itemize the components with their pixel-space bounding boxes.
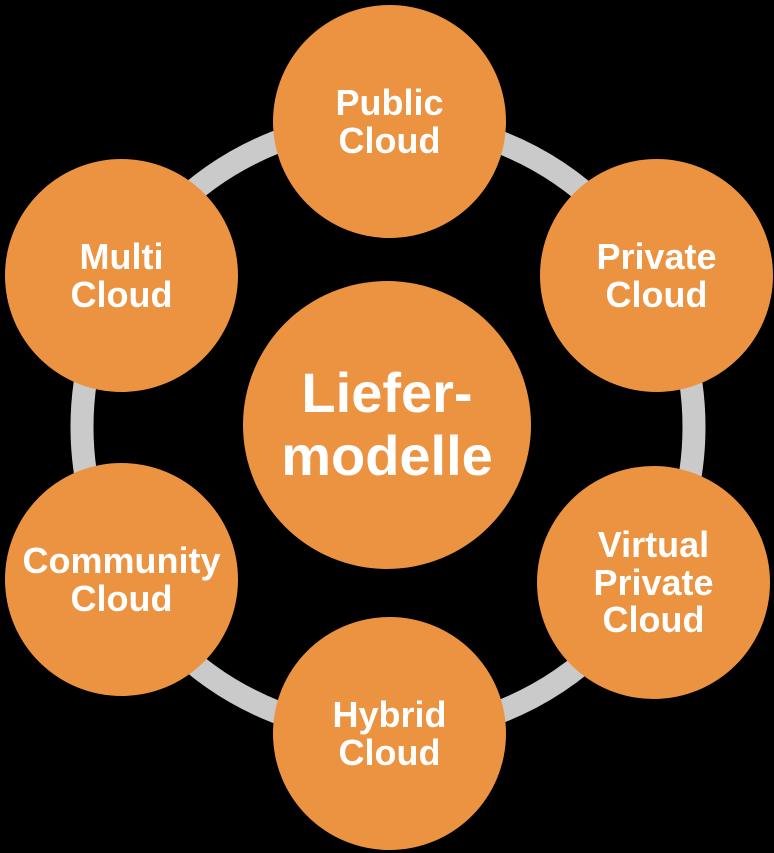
- circle-community-cloud: Community Cloud: [5, 463, 238, 696]
- circle-hybrid-cloud: Hybrid Cloud: [273, 617, 506, 850]
- circle-private-cloud: Private Cloud: [540, 159, 773, 392]
- circle-public-cloud: Public Cloud: [273, 5, 506, 238]
- circle-multi-cloud: Multi Cloud: [5, 159, 238, 392]
- hub-circle-liefermodelle: Liefer- modelle: [243, 281, 531, 569]
- circle-virtual-private-cloud: Virtual Private Cloud: [537, 466, 770, 699]
